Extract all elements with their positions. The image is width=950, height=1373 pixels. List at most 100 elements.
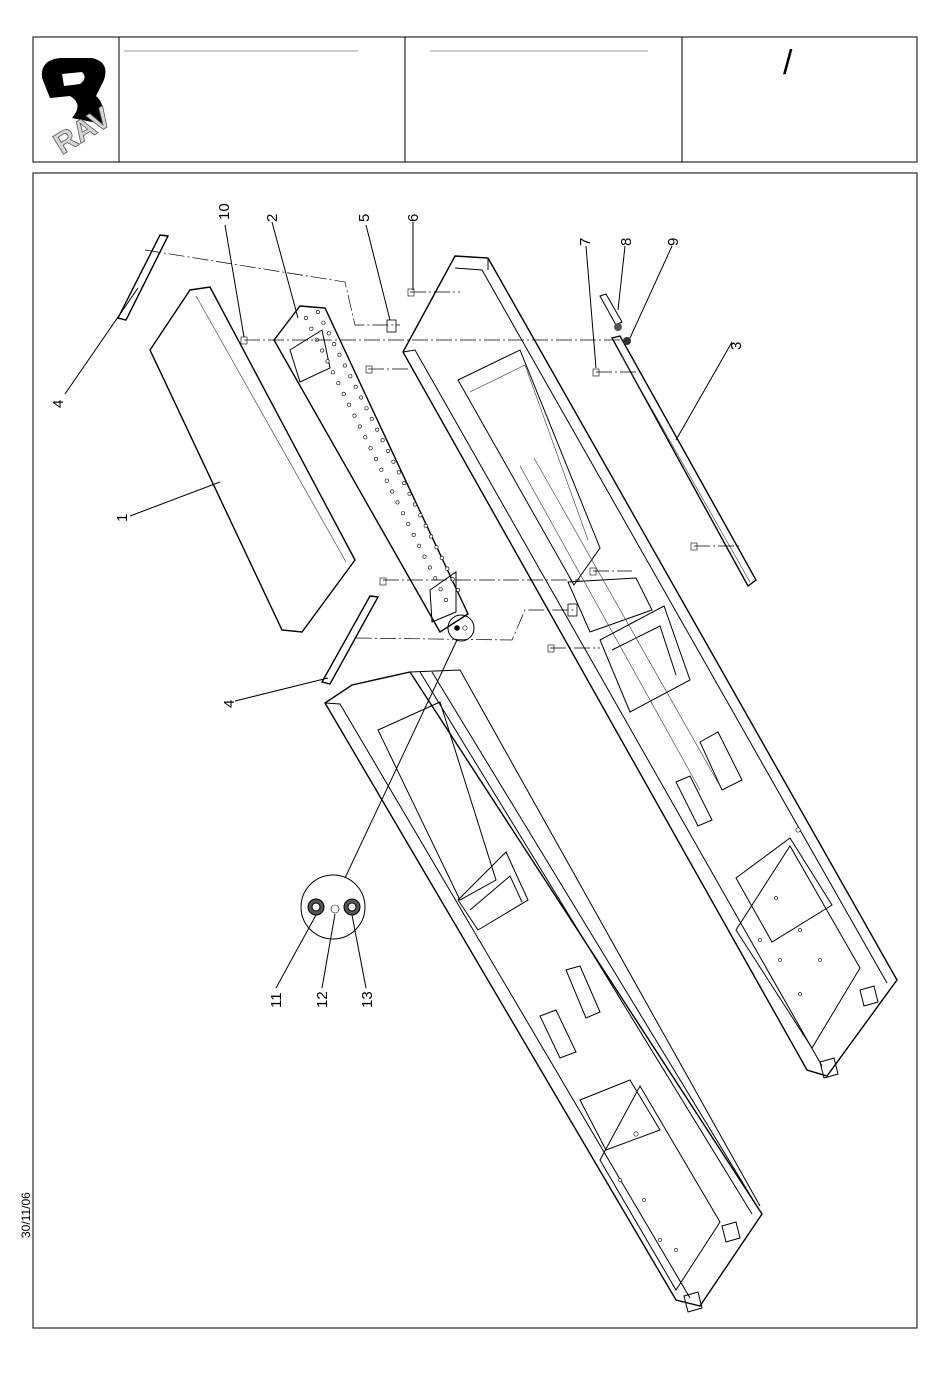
perforation-hole [321,349,324,352]
part-2-perforated-plate [274,306,468,632]
runway-left-slide-2 [540,1010,576,1058]
perforation-hole [370,417,373,420]
runway-frame-left [325,670,762,1312]
perforation-hole [435,546,438,549]
callout-3: 3 [728,342,745,350]
perforation-hole [440,556,443,559]
page-separator: / [783,44,793,82]
perforation-hole [403,481,406,484]
runway-right-side-edge [403,350,822,1066]
callout-4-bottom: 4 [221,700,238,708]
part-8-pin [600,294,622,325]
runway-left-foot-2 [722,1222,740,1242]
part-3-bar-edge [616,346,750,582]
runway-left-outline [325,672,762,1306]
runway-right-rail-1 [520,466,700,790]
perforation-hole [417,544,420,547]
callout-4-top: 4 [50,400,67,408]
runway-right-outline [403,256,897,1076]
perforation-hole [349,375,352,378]
perforation-hole [333,342,336,345]
runway-right-cross-2 [736,838,832,942]
callout-9: 9 [665,238,682,246]
perforation-hole [407,522,410,525]
callout-6: 6 [405,214,422,222]
part-6-screw [408,289,414,296]
callout-11: 11 [268,992,285,1008]
runway-right-cylinder-mount [600,606,690,712]
perforation-hole [342,392,345,395]
rav-logo: RAV [42,58,118,161]
perforation-hole [424,524,427,527]
leader-lines [65,222,732,988]
perforation-hole [423,555,426,558]
perforation-hole [354,385,357,388]
perforation-hole [391,490,394,493]
detail-marker-dot-1 [454,625,460,631]
perforation-hole [316,310,319,313]
perforation-hole [396,501,399,504]
part-5-block [387,320,396,332]
part-4-strip-bottom [322,596,378,684]
part-2-outline [274,306,468,632]
part-4-strip-top [118,235,168,320]
runway-left-rail-outer [420,672,752,1214]
perforation-hole [304,316,307,319]
perforation-hole [381,439,384,442]
perforation-hole [364,436,367,439]
detail-marker-dot-2 [463,626,467,630]
perforation-hole [446,567,449,570]
perforation-hole [429,535,432,538]
runway-right-rail-2 [534,458,720,786]
perforation-hole [456,588,459,591]
perforation-hole [331,371,334,374]
part-9-nut [623,337,631,345]
date-stamp: 30/11/06 [19,1192,33,1238]
perforation-hole [353,414,356,417]
callout-1: 1 [114,514,131,522]
perforation-hole [359,396,362,399]
perforation-hole [369,447,372,450]
callout-5: 5 [356,214,373,222]
part-6-screw-b [366,366,372,373]
callout-13: 13 [359,991,376,1008]
part-10-screw [241,337,247,344]
runway-left-side-edge [325,703,690,1298]
callout-7: 7 [577,238,594,246]
callout-12: 12 [314,991,331,1008]
runway-left-slide-1 [566,966,600,1018]
perforation-hole [413,503,416,506]
part-10-screw-b [380,578,386,585]
perforation-hole [358,425,361,428]
perforation-hole [444,598,447,601]
callouts: 1 2 3 4 4 5 6 7 8 9 10 11 12 13 [50,203,745,1008]
perforation-hole [412,533,415,536]
perforation-hole [434,577,437,580]
perforation-hole [337,381,340,384]
part-7-screw [593,369,599,376]
runway-left-rail-inner [432,672,758,1208]
runway-right-slide-1 [700,732,742,790]
perforation-hole [380,468,383,471]
perforation-hole [376,428,379,431]
perforation-hole [322,321,325,324]
runway-right-foot-2 [860,986,878,1006]
part-7-screw-b [691,543,697,550]
perforation-hole [374,457,377,460]
perforation-hole [401,512,404,515]
perforation-hole [338,353,341,356]
runway-right-cylinder-inner [612,626,676,675]
detail-view [301,875,365,939]
perforation-hole [408,492,411,495]
perforation-hole [386,449,389,452]
perforation-hole [392,460,395,463]
part-2-perforations [304,310,459,601]
perforation-hole [385,479,388,482]
perforation-hole [343,364,346,367]
drawing-frame [33,173,917,1328]
perforation-hole [419,514,422,517]
runway-right-tray-inner [470,365,588,540]
assembly-lines [145,250,740,648]
perforation-hole [365,407,368,410]
